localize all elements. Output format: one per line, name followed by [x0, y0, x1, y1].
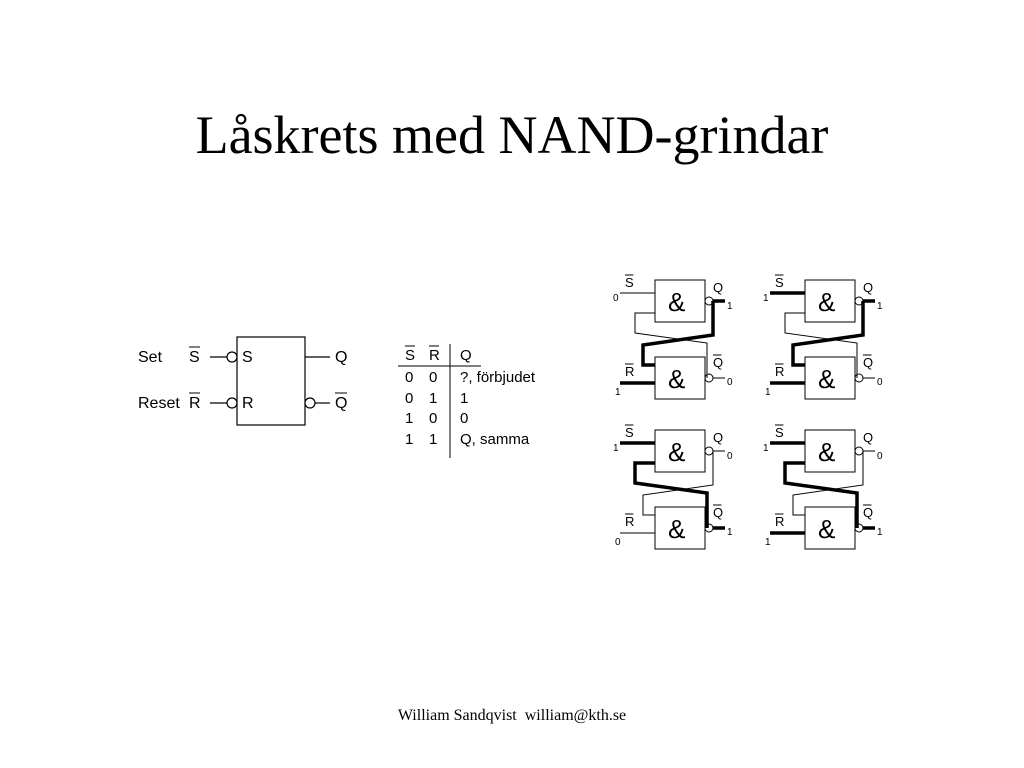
and-symbol-top: &	[668, 437, 685, 467]
latch-box	[236, 336, 306, 426]
and-symbol-top: &	[818, 287, 835, 317]
footer: William Sandqvist william@kth.se	[397, 707, 627, 724]
qbar-label: Q	[863, 355, 873, 370]
inversion-bubble-top	[704, 446, 714, 456]
qbar-output-label: Q	[335, 395, 347, 412]
nand-gate-bottom	[804, 356, 856, 400]
table-row: 1 0 0	[405, 410, 468, 427]
nand-gate-bottom	[804, 506, 856, 550]
s-bar-label: S	[189, 349, 200, 366]
r-label: R	[775, 364, 784, 379]
truth-table: S R Q 0 0 ?, förbjudet 0 1 1 1 0 0 1 1 Q…	[398, 344, 536, 458]
s-value: 1	[763, 293, 769, 304]
r-value: 1	[615, 387, 621, 398]
qbar-label: Q	[713, 355, 723, 370]
sr-latch-symbol: Set Reset S R S R Q Q	[138, 336, 347, 426]
qbar-feedback-wire	[783, 461, 859, 528]
qbar-label: Q	[863, 505, 873, 520]
s-label: S	[775, 425, 784, 440]
and-symbol-bottom: &	[668, 514, 685, 544]
qbar-inversion-bubble	[304, 397, 316, 409]
cell: 1	[460, 390, 468, 407]
nand-gate-top	[804, 429, 856, 473]
header-s: S	[405, 347, 415, 364]
table-row: 1 1 Q, samma	[405, 431, 530, 448]
and-symbol-bottom: &	[818, 364, 835, 394]
table-row: 0 0 ?, förbjudet	[405, 369, 536, 386]
q-value: 1	[877, 301, 883, 312]
q-value: 0	[727, 451, 733, 462]
cell: 0	[429, 410, 437, 427]
cell: 0	[405, 390, 413, 407]
nand-gate-bottom	[654, 506, 706, 550]
r-label: R	[775, 514, 784, 529]
qbar-feedback-wire	[634, 312, 708, 378]
s-inversion-bubble	[226, 351, 238, 363]
s-label: S	[625, 275, 634, 290]
cell: 1	[405, 410, 413, 427]
r-label: R	[625, 364, 634, 379]
r-value: 1	[765, 537, 771, 548]
cell: 0	[460, 410, 468, 427]
cell: ?, förbjudet	[460, 369, 536, 386]
inversion-bubble-bottom	[854, 373, 864, 383]
box-r-input: R	[242, 395, 254, 412]
q-feedback-wire	[792, 451, 864, 516]
nand-gate-top	[654, 279, 706, 323]
s-label: S	[625, 425, 634, 440]
r-label: R	[625, 514, 634, 529]
q-feedback-wire	[642, 451, 714, 516]
r-bar-label: R	[189, 395, 201, 412]
box-s-input: S	[242, 349, 253, 366]
header-r: R	[429, 347, 440, 364]
slide-title: Låskrets med NAND-grindar	[195, 105, 829, 165]
q-value: 0	[877, 451, 883, 462]
nand-gate-top	[804, 279, 856, 323]
q-value: 1	[727, 301, 733, 312]
qbar-feedback-wire	[633, 461, 709, 528]
cell: 0	[429, 369, 437, 386]
set-label: Set	[138, 349, 163, 366]
cell: 1	[429, 431, 437, 448]
q-label: Q	[713, 280, 723, 295]
s-value: 1	[763, 443, 769, 454]
r-inversion-bubble	[226, 397, 238, 409]
and-symbol-bottom: &	[668, 364, 685, 394]
r-value: 1	[765, 387, 771, 398]
qbar-label: Q	[713, 505, 723, 520]
inversion-bubble-bottom	[704, 373, 714, 383]
q-feedback-wire	[641, 301, 715, 367]
qbar-value: 1	[727, 527, 733, 538]
r-value: 0	[615, 537, 621, 548]
header-q: Q	[460, 347, 472, 364]
s-value: 0	[613, 293, 619, 304]
qbar-value: 1	[877, 527, 883, 538]
table-row: 0 1 1	[405, 390, 468, 407]
reset-label: Reset	[138, 395, 180, 412]
q-output-label: Q	[335, 349, 347, 366]
q-label: Q	[863, 430, 873, 445]
qbar-value: 0	[877, 377, 883, 388]
q-label: Q	[863, 280, 873, 295]
q-feedback-wire	[791, 301, 865, 367]
and-symbol-top: &	[818, 437, 835, 467]
cell: 1	[429, 390, 437, 407]
s-value: 1	[613, 443, 619, 454]
qbar-feedback-wire	[784, 312, 858, 378]
cell: 0	[405, 369, 413, 386]
cell: 1	[405, 431, 413, 448]
and-symbol-top: &	[668, 287, 685, 317]
cell: Q, samma	[460, 431, 530, 448]
q-label: Q	[713, 430, 723, 445]
qbar-value: 0	[727, 377, 733, 388]
inversion-bubble-top	[854, 446, 864, 456]
and-symbol-bottom: &	[818, 514, 835, 544]
s-label: S	[775, 275, 784, 290]
